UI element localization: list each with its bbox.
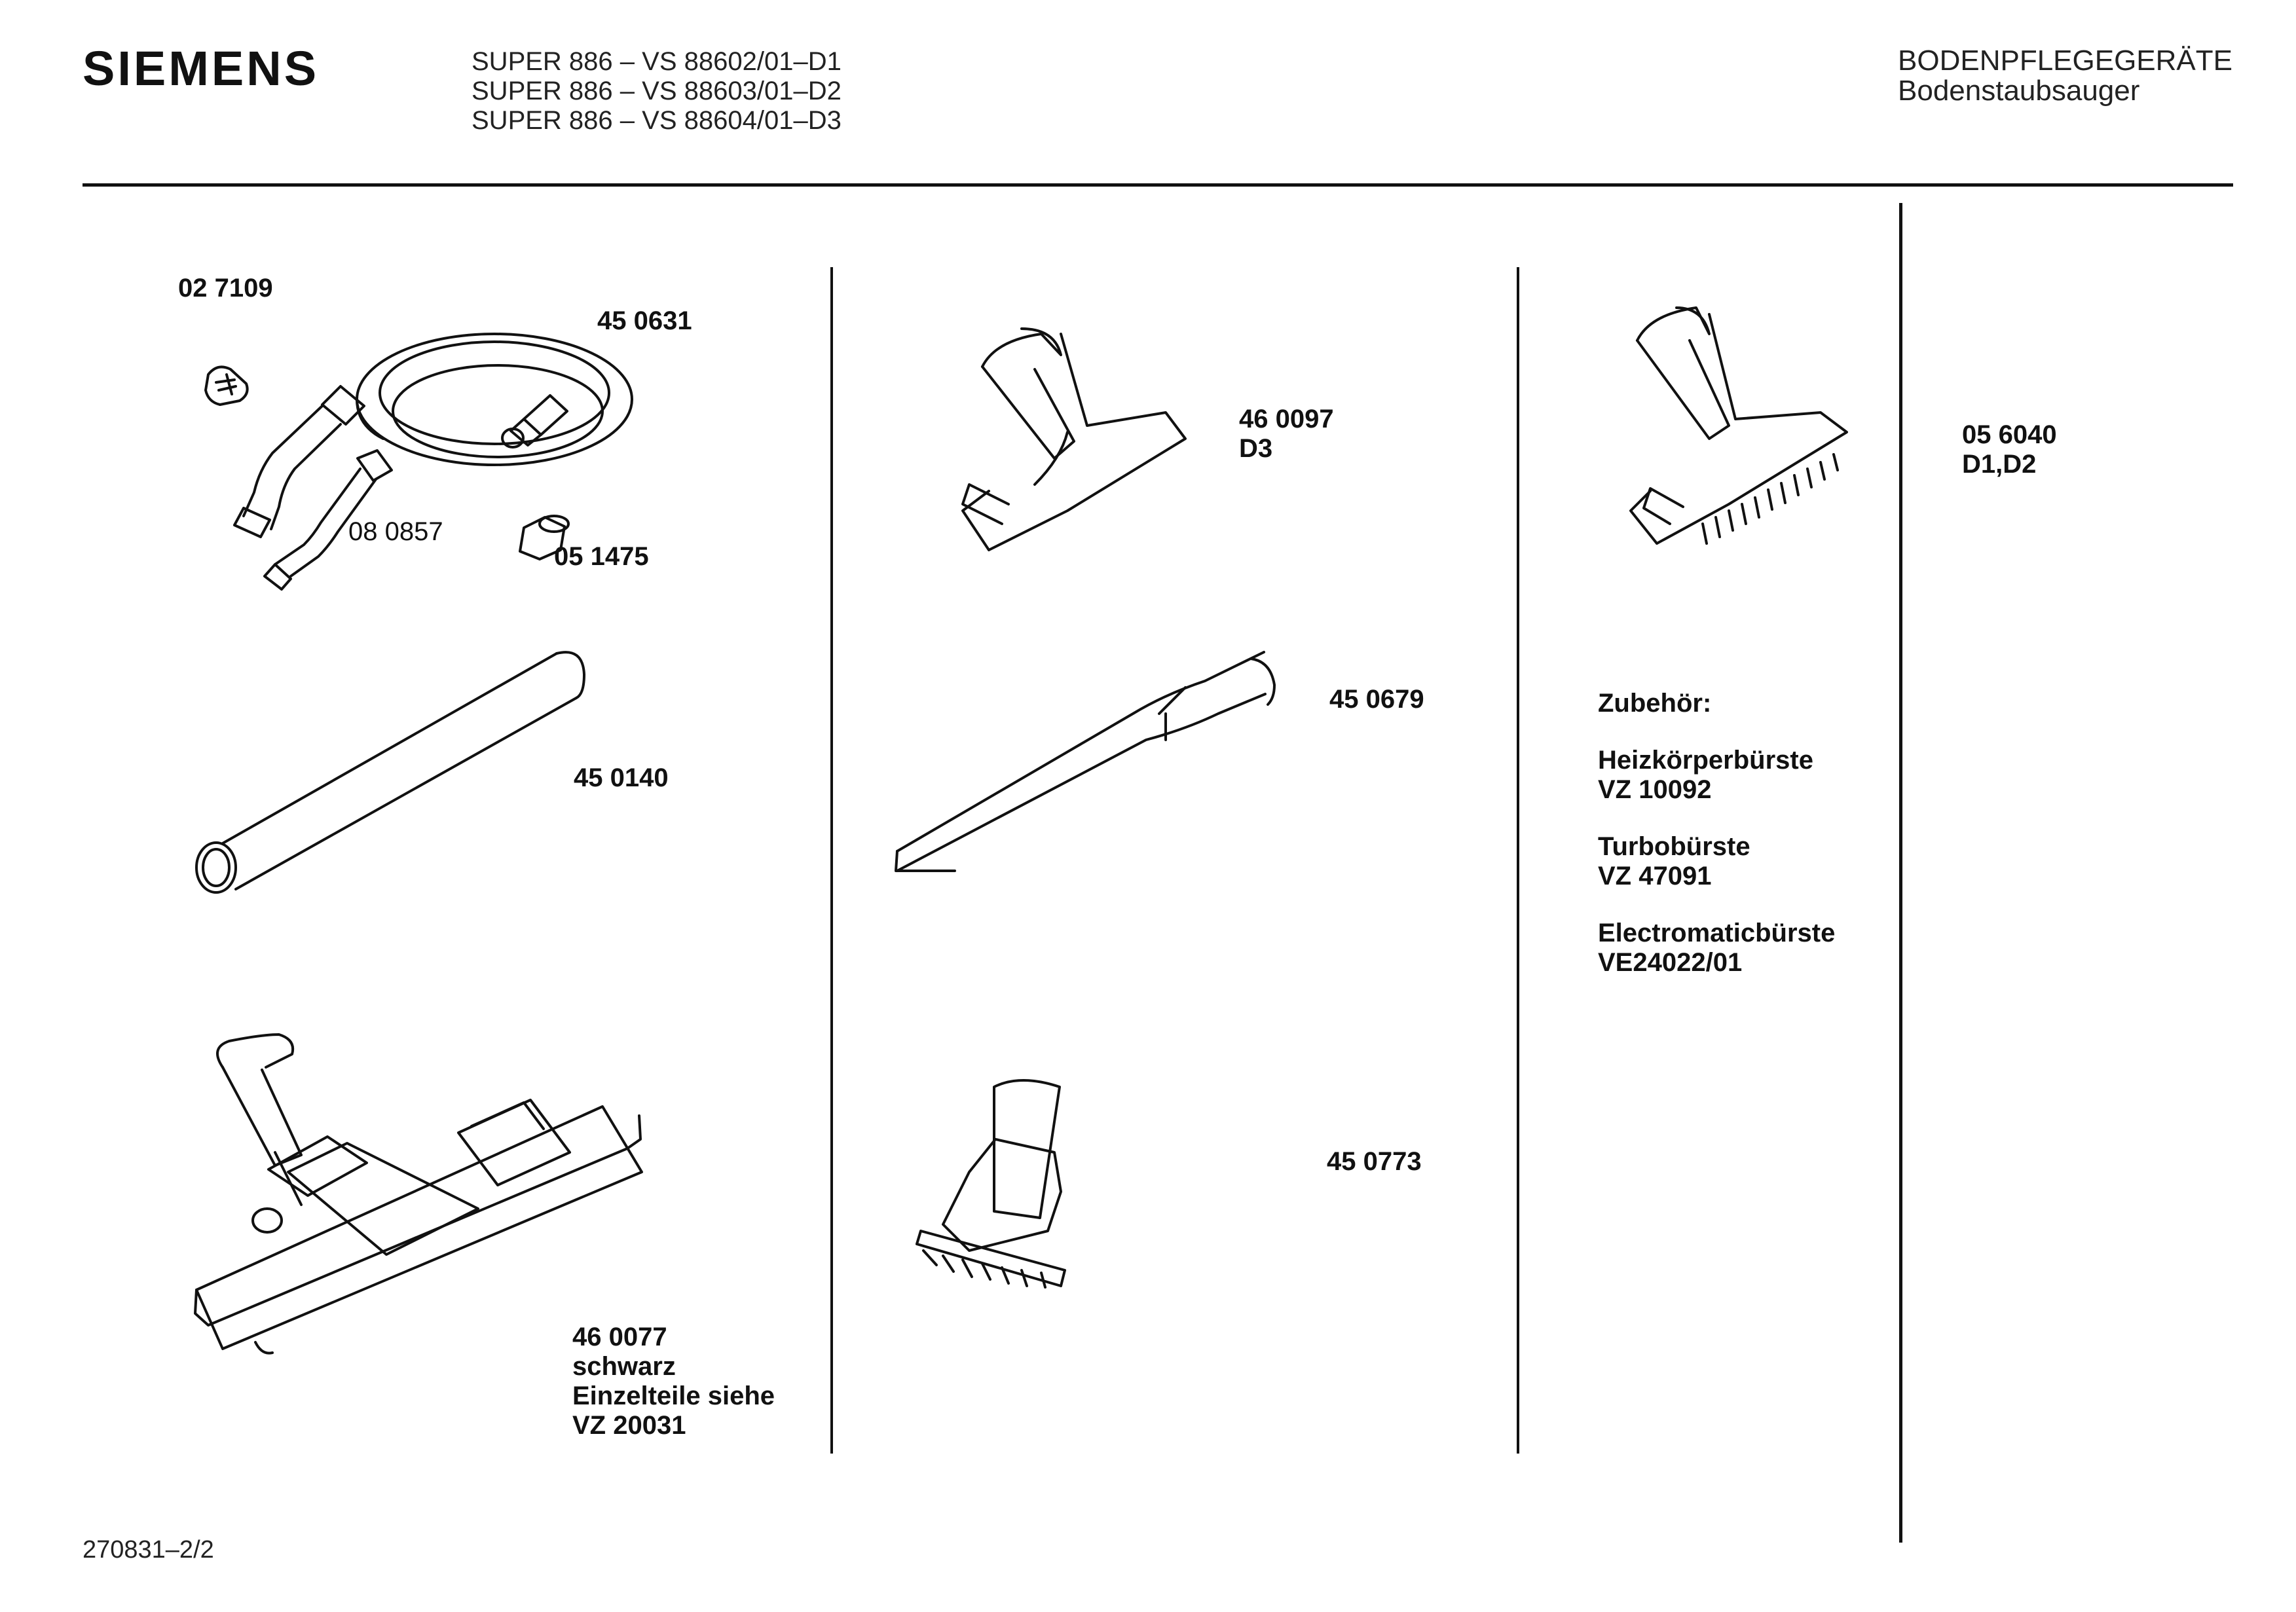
part-variant: D1,D2 [1962, 450, 2037, 479]
adapter-drawing [519, 515, 570, 560]
accessory-name: Heizkörperbürste [1598, 746, 1813, 775]
part-label-clip: 02 7109 [178, 274, 273, 302]
part-note: VZ 20031 [572, 1411, 686, 1440]
category-subtitle: Bodenstaubsauger [1898, 75, 2140, 107]
part-label-adapter: 05 1475 [554, 542, 649, 571]
accessory-code: VE24022/01 [1598, 948, 1743, 977]
part-label-upholstery-nozzle: 46 0097 D3 [1239, 405, 1334, 464]
column-divider [830, 267, 833, 1454]
part-label-dust-brush: 45 0773 [1327, 1147, 1422, 1176]
tube-drawing [195, 651, 585, 894]
accessories-heading: Zubehör: [1598, 689, 1712, 718]
column-divider [1899, 203, 1902, 1543]
accessory-name: Electromaticbürste [1598, 919, 1836, 947]
part-note: schwarz [572, 1352, 676, 1381]
part-code: 05 6040 [1962, 420, 2057, 449]
accessory-name: Turbobürste [1598, 832, 1750, 861]
part-variant: D3 [1239, 434, 1273, 463]
accessory-code: VZ 10092 [1598, 775, 1712, 804]
column-divider [1517, 267, 1519, 1454]
clip-drawing [204, 365, 249, 406]
accessory-item: Heizkörperbürste VZ 10092 [1598, 746, 1835, 805]
part-label-hose: 45 0631 [597, 306, 692, 335]
upholstery-nozzle-drawing [961, 327, 1187, 551]
accessory-item: Turbobürste VZ 47091 [1598, 832, 1835, 891]
category-block: BODENPFLEGEGERÄTE Bodenstaubsauger [1898, 46, 2232, 106]
model-line: SUPER 886 – VS 88602/01–D1 [472, 47, 842, 76]
crevice-tool-drawing [895, 651, 1276, 872]
part-label-bend-tube: 08 0857 [348, 517, 443, 546]
header-rule [83, 183, 2233, 187]
brush-nozzle-drawing [1629, 306, 1848, 545]
category-title: BODENPFLEGEGERÄTE [1898, 45, 2233, 77]
model-line: SUPER 886 – VS 88603/01–D2 [472, 77, 842, 105]
accessories-list: Zubehör: Heizkörperbürste VZ 10092 Turbo… [1598, 689, 1835, 1005]
part-code: 46 0097 [1239, 405, 1334, 433]
dust-brush-drawing [916, 1079, 1066, 1289]
part-label-floor-nozzle: 46 0077 schwarz Einzelteile siehe VZ 200… [572, 1323, 775, 1440]
hose-drawing [233, 333, 633, 538]
page-reference: 270831–2/2 [83, 1536, 214, 1564]
part-code: 46 0077 [572, 1323, 667, 1351]
accessory-item: Electromaticbürste VE24022/01 [1598, 919, 1835, 978]
model-line: SUPER 886 – VS 88604/01–D3 [472, 106, 842, 135]
part-label-crevice-tool: 45 0679 [1329, 685, 1424, 714]
floor-nozzle-drawing [194, 1033, 643, 1355]
part-note: Einzelteile siehe [572, 1382, 775, 1410]
part-label-brush-nozzle: 05 6040 D1,D2 [1962, 420, 2057, 479]
brand-logo: SIEMENS [83, 41, 320, 96]
accessory-code: VZ 47091 [1598, 862, 1712, 890]
model-list: SUPER 886 – VS 88602/01–D1 SUPER 886 – V… [472, 47, 842, 136]
part-label-tube: 45 0140 [574, 763, 669, 792]
bend-tube-drawing [263, 449, 393, 591]
